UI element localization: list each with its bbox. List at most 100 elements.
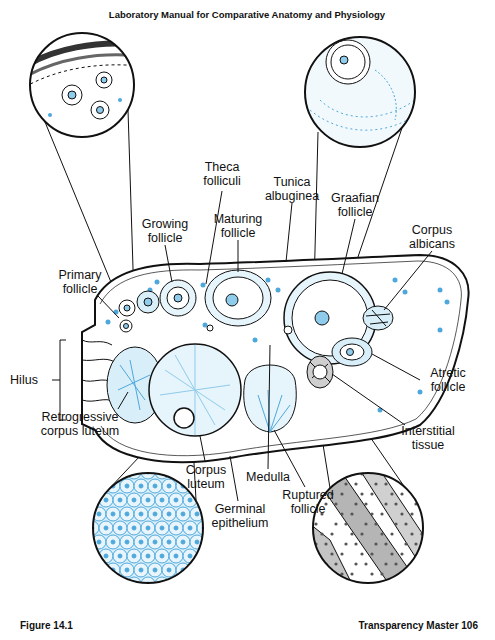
zoom-interstitial-tissue-part-part-part (394, 582, 397, 585)
zoom-interstitial-tissue-part-part-part (354, 482, 357, 485)
zoom-graafian-follicle-part-part (340, 56, 348, 64)
follicles-part (119, 300, 135, 316)
page-footer: Figure 14.1 (20, 619, 220, 633)
zoom-corpus-luteum-part-part (90, 582, 94, 586)
zoom-corpus-luteum-part-part (106, 535, 120, 549)
zoom-interstitial-tissue-part-part-part (354, 542, 357, 545)
stroma-dots-part (418, 390, 423, 395)
follicles (107, 270, 393, 436)
zoom-corpus-luteum-part-part (111, 512, 115, 516)
zoom-interstitial-tissue-part-part-part (374, 482, 377, 485)
zoom-interstitial-tissue-part-part-part (354, 562, 357, 565)
follicles-part (160, 345, 230, 435)
zoom-interstitial-tissue-part-part-part (334, 582, 337, 585)
zoom-interstitial-tissue-part-part-part (350, 532, 353, 535)
zoom-corpus-luteum-part (93, 473, 203, 583)
zoom-corpus-luteum-part-part (113, 577, 127, 591)
zoom-corpus-luteum-part-part (153, 540, 157, 544)
follicles-part (124, 305, 130, 311)
zoom-interstitial-tissue-part-part-part (334, 522, 337, 525)
leader-lines-part (98, 296, 119, 318)
zoom-corpus-luteum-part-part (90, 470, 94, 474)
zoom-corpus-luteum-part-part (188, 498, 192, 502)
zoom-graafian-follicle-part-part (375, 70, 396, 120)
zoom-corpus-luteum-part-part (167, 568, 171, 572)
zoom-corpus-luteum-part-part (174, 582, 178, 586)
zoom-corpus-luteum-part-part (106, 507, 120, 521)
follicles-part (310, 362, 330, 382)
zoom-corpus-luteum-part-part (204, 535, 218, 549)
zoom-interstitial-tissue-part-part-part (330, 552, 333, 555)
zoom-interstitial-tissue-part-part-part (420, 472, 423, 475)
zoom-corpus-luteum-part-part (153, 484, 157, 488)
part-label: Germinal epithelium (201, 502, 279, 530)
zoom-interstitial-tissue-part-part-part (424, 582, 427, 585)
zoom-interstitial-tissue-part-part-part (320, 532, 323, 535)
zoom-corpus-luteum-part-part (181, 540, 185, 544)
stroma-dots-part (438, 328, 443, 333)
zoom-graafian-follicle-part-part (326, 40, 370, 84)
zoom-interstitial-tissue-part-part-part (370, 512, 373, 515)
zoom-corpus-luteum-part-part (169, 493, 183, 507)
zoom-corpus-luteum-part-part (97, 568, 101, 572)
leader-lines-part (238, 240, 239, 272)
zoom-graafian-follicle-part-part (331, 45, 365, 79)
zoom-corpus-luteum-part-part (113, 549, 127, 563)
part-label: Growing follicle (134, 217, 196, 245)
zoom-corpus-luteum-part-part (132, 582, 136, 586)
zoom-corpus-luteum-part-part (188, 582, 192, 586)
leader-lines-part (200, 436, 205, 461)
zoom-corpus-luteum-part-part (125, 540, 129, 544)
zoom-interstitial-tissue-part-part-part (340, 492, 343, 495)
zoom-corpus-luteum-part-part (174, 498, 178, 502)
zoom-corpus-luteum-part-part (146, 554, 150, 558)
zoom-corpus-luteum-part-part (104, 554, 108, 558)
zoom-corpus-luteum-part-part (97, 484, 101, 488)
zoom-primary-follicle-part-part (48, 113, 52, 117)
zoom-corpus-luteum-part-part (120, 535, 134, 549)
zoom-corpus-luteum-part-part (127, 493, 141, 507)
zoom-corpus-luteum-part-part (99, 465, 113, 479)
zoom-interstitial-tissue-part-part-part (320, 472, 323, 475)
zoom-corpus-luteum-part-part (127, 521, 141, 535)
stroma-dots-part (445, 300, 450, 305)
part-label: Hilus (4, 373, 44, 387)
leader-lines (98, 191, 432, 501)
zoom-interstitial-tissue-part-part-part (354, 502, 357, 505)
zoom-interstitial-tissue-part-part-part (370, 572, 373, 575)
follicles-part (226, 294, 238, 306)
zoom-corpus-luteum-part-part (162, 535, 176, 549)
ovary-body-part (82, 255, 469, 462)
zoom-interstitial-tissue-part-part-part (414, 562, 417, 565)
zoom-interstitial-tissue-part-part-part (330, 532, 333, 535)
stroma-dots-part (114, 310, 119, 315)
zoom-corpus-luteum-part-part (197, 549, 211, 563)
leader-lines-part (206, 191, 222, 284)
zoom-corpus-luteum-part-part (155, 493, 169, 507)
zoom-corpus-luteum-part-part (118, 582, 122, 586)
leader-lines-part (384, 251, 432, 310)
zoom-corpus-luteum-part-part (97, 512, 101, 516)
zoom-corpus-luteum-part-part (118, 554, 122, 558)
zoom-corpus-luteum-part-part (183, 521, 197, 535)
zoom-corpus-luteum-part-part (125, 484, 129, 488)
follicles-part (205, 270, 271, 326)
zoom-corpus-luteum-part-part (125, 512, 129, 516)
zoom-interstitial-tissue-part-part-part (394, 502, 397, 505)
zoom-corpus-luteum-part-part (197, 577, 211, 591)
zoom-corpus-luteum-part-part (85, 465, 99, 479)
zoom-interstitial-tissue-part-part-part (414, 542, 417, 545)
zoom-interstitial-tissue-part-part-part (400, 552, 403, 555)
zoom-corpus-luteum-part-part (188, 526, 192, 530)
zoom-primary-follicle-part (20, 44, 140, 119)
zoom-corpus-luteum-part-part (146, 526, 150, 530)
zoom-corpus-luteum-part-part (92, 563, 106, 577)
zoom-interstitial-tissue-part-part-part (370, 492, 373, 495)
zoom-corpus-luteum-part-part (134, 479, 148, 493)
zoom-interstitial-tissue-part-part-part (424, 502, 427, 505)
follicles-part (144, 298, 152, 306)
zoom-corpus-luteum-part-part (99, 521, 113, 535)
zoom-corpus-luteum-part-part (104, 582, 108, 586)
zoom-corpus-luteum-part-part (153, 512, 157, 516)
